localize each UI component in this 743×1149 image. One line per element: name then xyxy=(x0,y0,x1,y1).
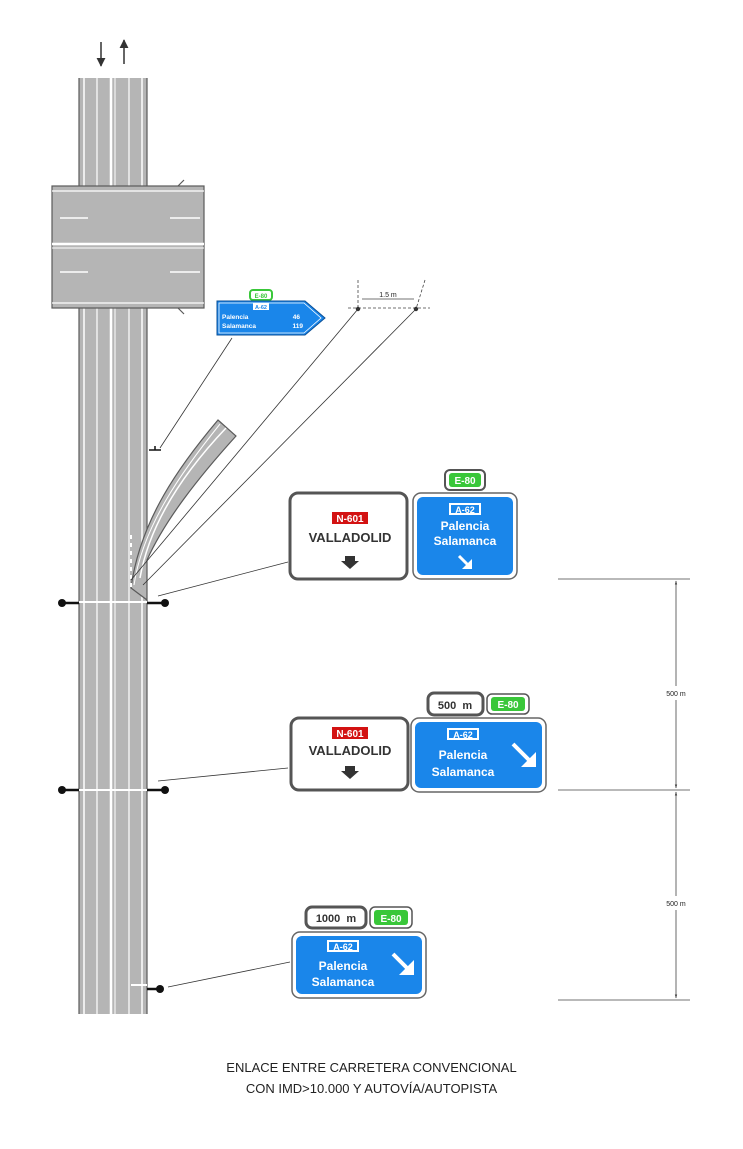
g3-line1: Palencia xyxy=(319,959,368,973)
g1-green-badge: E-80 xyxy=(454,476,476,487)
down-arrow-icon xyxy=(341,766,359,779)
top-sign-city-2: Salamanca xyxy=(222,323,256,330)
top-sign-city-1: Palencia xyxy=(222,314,249,321)
sign-group-2: 500 m E-80 N-601 VALLADOLID A-62 Palenci… xyxy=(289,691,547,793)
down-arrow-icon xyxy=(341,556,359,569)
g1-line1: Palencia xyxy=(441,519,490,533)
dimension-lower-label: 500 m xyxy=(666,901,686,908)
direction-arrows xyxy=(96,39,129,67)
g3-line2: Salamanca xyxy=(312,975,375,989)
g1-n-badge: N-601 xyxy=(336,514,364,525)
dimension-detail: 1.5 m xyxy=(348,279,430,312)
exit-ramp xyxy=(130,419,237,602)
dimension-upper-label: 500 m xyxy=(666,691,686,698)
top-sign-km-2: 119 xyxy=(293,323,304,330)
section-lines xyxy=(79,601,147,986)
dimension-label: 1.5 m xyxy=(379,292,397,299)
top-sign-e-badge: E-80 xyxy=(255,294,268,300)
g2-n-badge: N-601 xyxy=(336,729,364,740)
g2-line2: Salamanca xyxy=(432,765,495,779)
diagonal-arrow-icon xyxy=(391,952,414,975)
g1-a-badge: A-62 xyxy=(455,505,475,515)
g2-line1: Palencia xyxy=(439,748,488,762)
g1-line2: Salamanca xyxy=(434,534,497,548)
diagonal-arrow-icon xyxy=(457,554,472,569)
distance-dimensions: 500 m 500 m xyxy=(558,578,690,1001)
g3-green-badge: E-80 xyxy=(380,914,402,925)
g3-distance: 1000 m xyxy=(316,913,357,925)
sign-group-3: 1000 m E-80 A-62 Palencia Salamanca xyxy=(291,905,427,999)
caption-line-2: CON IMD>10.000 Y AUTOVÍA/AUTOPISTA xyxy=(245,1081,498,1096)
leader-lines xyxy=(130,308,417,988)
top-direction-sign: E-80 A-62 Palencia 46 Salamanca 119 xyxy=(216,289,326,336)
g2-city: VALLADOLID xyxy=(309,743,392,758)
top-sign-km-1: 46 xyxy=(293,314,301,321)
g2-a-badge: A-62 xyxy=(453,730,473,740)
caption-line-1: ENLACE ENTRE CARRETERA CONVENCIONAL xyxy=(226,1060,517,1075)
overpass-bridge xyxy=(51,179,205,315)
sign-posts xyxy=(58,446,169,993)
caption: ENLACE ENTRE CARRETERA CONVENCIONAL CON … xyxy=(0,1057,743,1099)
g3-a-badge: A-62 xyxy=(333,942,353,952)
top-sign-a-badge: A-62 xyxy=(255,305,267,311)
sign-group-1: E-80 N-601 VALLADOLID A-62 Palencia Sala… xyxy=(288,469,518,581)
diagonal-arrow-icon xyxy=(511,742,536,767)
g2-distance: 500 m xyxy=(438,700,472,712)
g1-city: VALLADOLID xyxy=(309,530,392,545)
g2-green-badge: E-80 xyxy=(497,700,519,711)
